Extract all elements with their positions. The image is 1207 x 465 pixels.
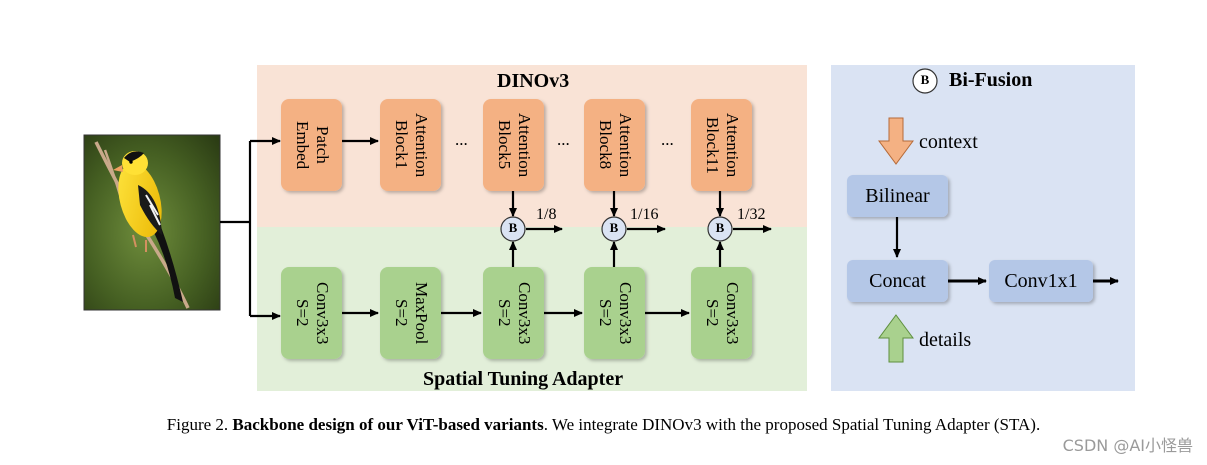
attention-block1: [380, 99, 441, 191]
sta-title: Spatial Tuning Adapter: [423, 368, 624, 390]
bifusion-node-2: [601, 216, 627, 242]
attention-block8-label: Attention Block8: [596, 112, 635, 178]
ellipsis-3: ...: [661, 130, 674, 149]
ellipsis-2: ...: [557, 130, 570, 149]
bifusion-legend-node: [912, 68, 938, 94]
attention-block11-label: Attention Block11: [703, 112, 742, 178]
figure-caption: Figure 2. Backbone design of our ViT-bas…: [0, 415, 1207, 435]
attention-block5-label: Attention Block5: [495, 112, 534, 178]
caption-prefix: Figure 2.: [166, 415, 233, 434]
bifusion-node-1: [500, 216, 526, 242]
conv1x1-label: Conv1x1: [1004, 270, 1078, 292]
bifusion-title: Bi-Fusion: [949, 69, 1033, 91]
fusion-symbol-1: B: [508, 220, 518, 235]
fusion-symbol-3: B: [715, 220, 725, 235]
patch-embed-label: Patch Embed: [293, 120, 332, 170]
sta-conv-block2: [483, 267, 544, 359]
fusion-symbol-2: B: [609, 220, 619, 235]
attention-block8: [584, 99, 645, 191]
sta-conv3-label: Conv3x3 S=2: [596, 281, 635, 345]
bifusion-node-3: [707, 216, 733, 242]
watermark: CSDN @AI小怪兽: [1062, 436, 1193, 455]
output-label-1-16: 1/16: [630, 206, 659, 223]
concat-block: [847, 260, 948, 302]
sta-maxpool-label: MaxPool S=2: [392, 281, 431, 345]
bifusion-legend-symbol: B: [920, 72, 930, 87]
output-label-1-32: 1/32: [737, 206, 766, 223]
sta-conv2-label: Conv3x3 S=2: [495, 281, 534, 345]
caption-bold: Backbone design of our ViT-based variant…: [232, 415, 544, 434]
bilinear-block: [847, 175, 948, 217]
attention-block1-label: Attention Block1: [392, 112, 431, 178]
sta-conv4-label: Conv3x3 S=2: [703, 281, 742, 345]
attention-block5: [483, 99, 544, 191]
conv1x1-block: [989, 260, 1093, 302]
bifusion-panel: [831, 65, 1135, 391]
output-label-1-8: 1/8: [536, 206, 557, 223]
sta-conv-block4: [691, 267, 752, 359]
concat-label: Concat: [869, 270, 926, 292]
sta-conv-block1: [281, 267, 342, 359]
attention-block11: [691, 99, 752, 191]
sta-maxpool-block: [380, 267, 441, 359]
sta-conv1-label: Conv3x3 S=2: [293, 281, 332, 345]
context-label: context: [919, 131, 978, 153]
sta-conv-block3: [584, 267, 645, 359]
dinov3-title: DINOv3: [497, 70, 570, 92]
details-label: details: [919, 329, 972, 351]
input-bird-image: [83, 134, 221, 311]
bilinear-label: Bilinear: [865, 185, 930, 207]
patch-embed-block: [281, 99, 342, 191]
context-arrow-icon: [878, 117, 914, 165]
ellipsis-1: ...: [455, 130, 468, 149]
details-arrow-icon: [878, 314, 914, 363]
caption-rest: . We integrate DINOv3 with the proposed …: [543, 415, 1041, 434]
